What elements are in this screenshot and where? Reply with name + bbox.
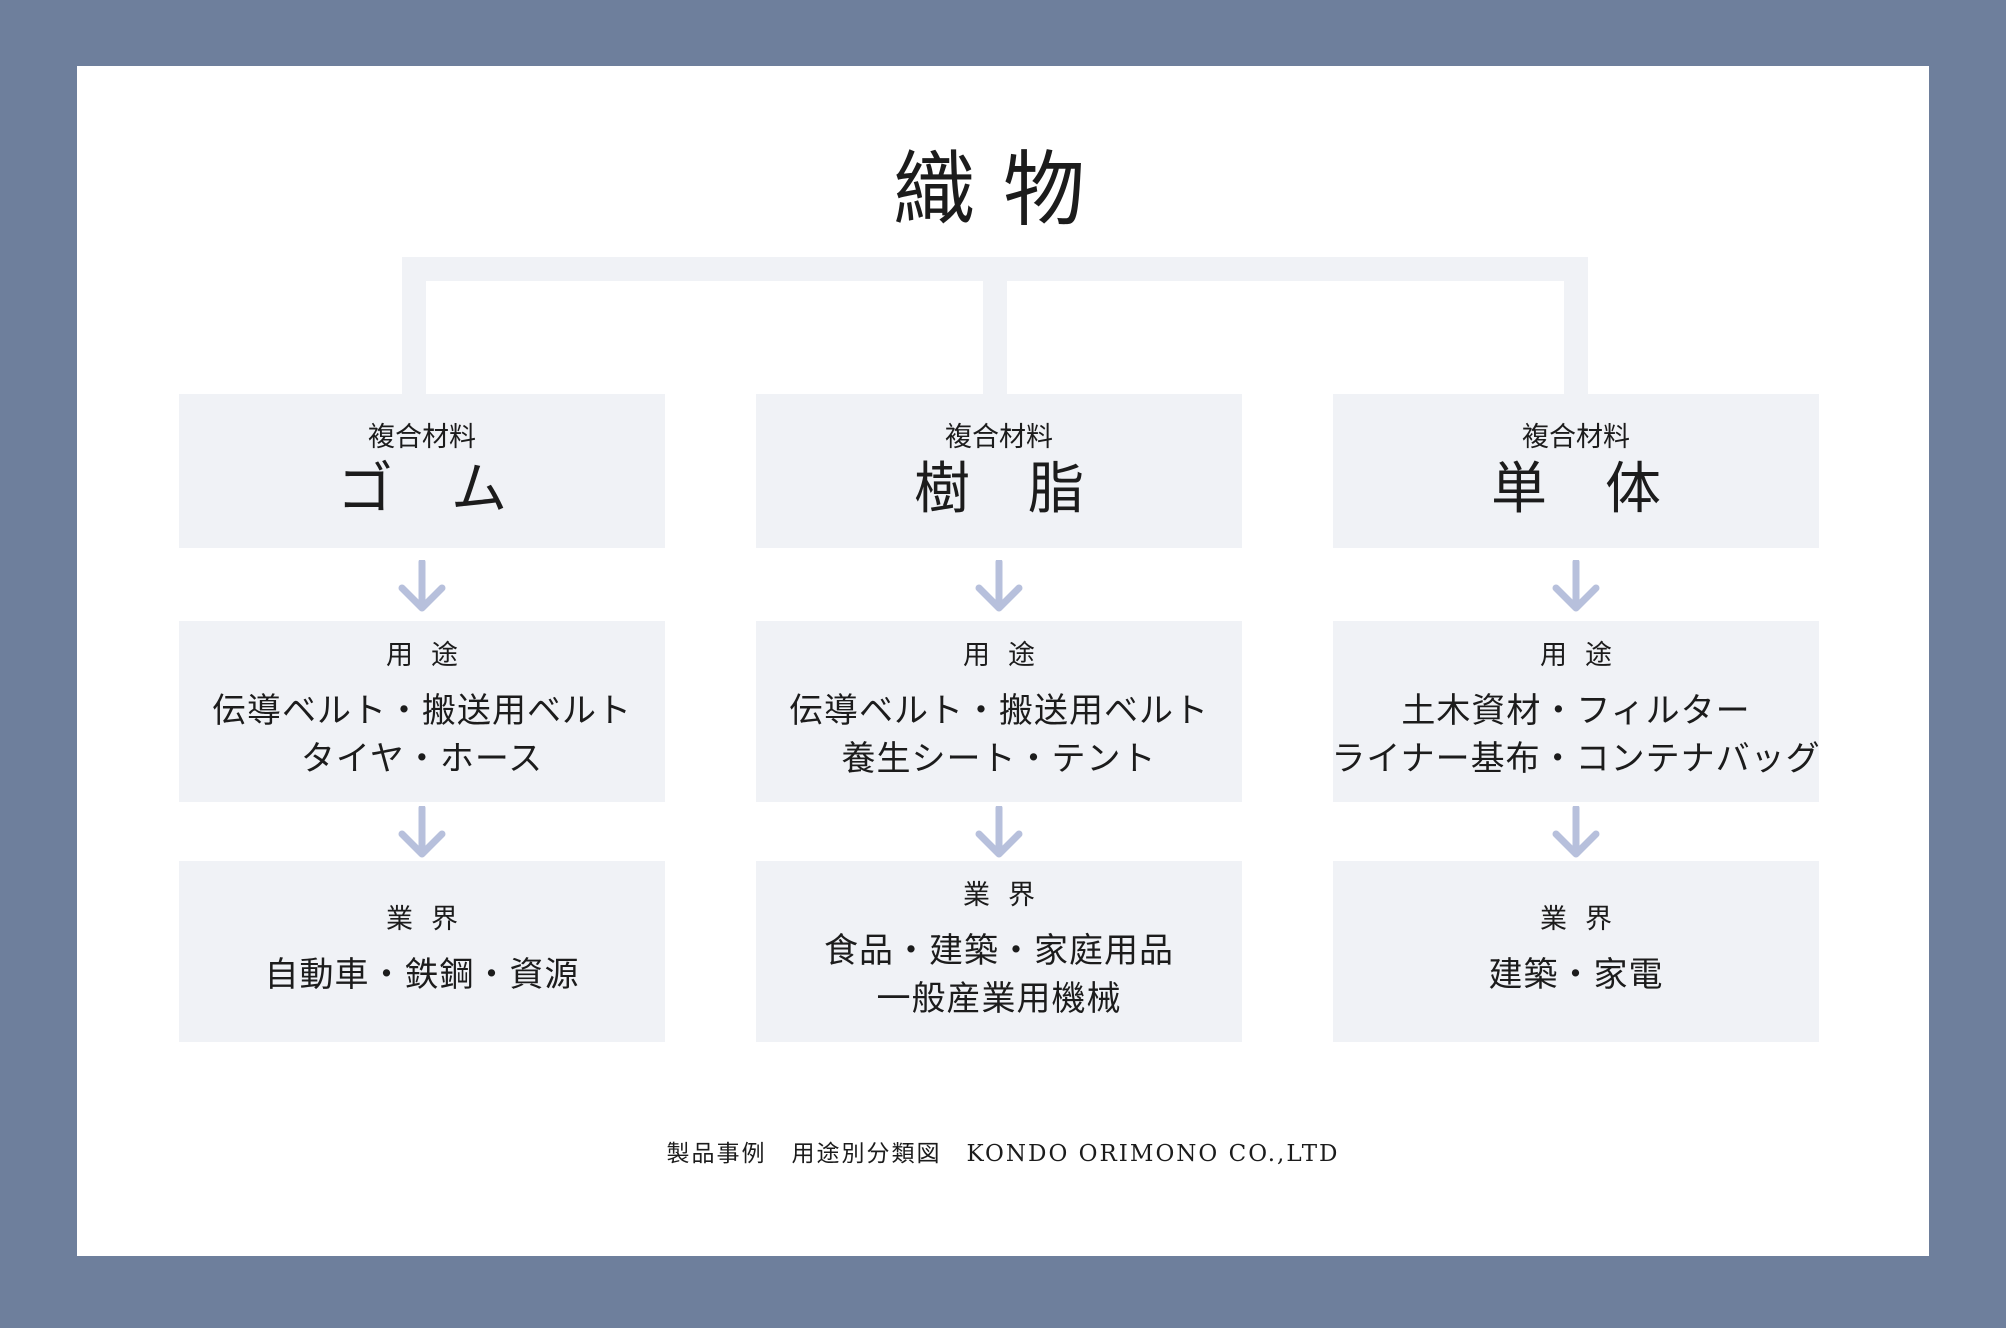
category-box: 複合材料ゴム	[179, 394, 665, 548]
use-line: 土木資材・フィルター	[1401, 691, 1751, 732]
category-box: 複合材料単体	[1333, 394, 1819, 548]
category-label: 複合材料	[1522, 422, 1630, 454]
footer-caption: 製品事例 用途別分類図 KONDO ORIMONO CO.,LTD	[666, 1141, 1340, 1167]
use-label: 用途	[386, 640, 476, 672]
down-arrow-icon	[973, 804, 1025, 860]
industry-lines: 自動車・鉄鋼・資源	[265, 951, 580, 999]
use-box: 用途伝導ベルト・搬送用ベルト養生シート・テント	[756, 621, 1242, 802]
category-name: 単体	[1491, 457, 1719, 523]
down-arrow-icon	[1550, 558, 1602, 614]
down-arrow-icon	[396, 804, 448, 860]
connector-left	[402, 257, 426, 397]
connector-right	[1564, 257, 1588, 397]
industry-box: 業界自動車・鉄鋼・資源	[179, 861, 665, 1042]
industry-box: 業界食品・建築・家庭用品一般産業用機械	[756, 861, 1242, 1042]
industry-line: 食品・建築・家庭用品	[824, 931, 1174, 972]
industry-lines: 建築・家電	[1489, 951, 1664, 999]
use-box: 用途伝導ベルト・搬送用ベルトタイヤ・ホース	[179, 621, 665, 802]
industry-lines: 食品・建築・家庭用品一般産業用機械	[824, 927, 1174, 1024]
category-name: 樹脂	[914, 457, 1142, 523]
industry-line: 建築・家電	[1488, 955, 1664, 996]
down-arrow-icon	[973, 558, 1025, 614]
diagram-sheet: 織物 複合材料ゴム用途伝導ベルト・搬送用ベルトタイヤ・ホース業界自動車・鉄鋼・資…	[77, 66, 1929, 1256]
use-lines: 土木資材・フィルターライナー基布・コンテナバッグ	[1331, 687, 1820, 784]
category-name: ゴム	[337, 457, 565, 523]
use-line: 伝導ベルト・搬送用ベルト	[789, 691, 1209, 732]
industry-label: 業界	[963, 880, 1053, 912]
industry-box: 業界建築・家電	[1333, 861, 1819, 1042]
industry-label: 業界	[386, 904, 476, 936]
use-line: タイヤ・ホース	[300, 739, 544, 780]
use-line: 伝導ベルト・搬送用ベルト	[212, 691, 632, 732]
down-arrow-icon	[396, 558, 448, 614]
industry-line: 自動車・鉄鋼・資源	[264, 955, 580, 996]
use-box: 用途土木資材・フィルターライナー基布・コンテナバッグ	[1331, 621, 1820, 802]
category-box: 複合材料樹脂	[756, 394, 1242, 548]
connector-center	[983, 257, 1007, 397]
use-label: 用途	[963, 640, 1053, 672]
diagram-title: 織物	[892, 143, 1113, 238]
down-arrow-icon	[1550, 804, 1602, 860]
industry-label: 業界	[1540, 904, 1630, 936]
category-label: 複合材料	[368, 422, 476, 454]
industry-line: 一般産業用機械	[876, 979, 1122, 1020]
category-label: 複合材料	[945, 422, 1053, 454]
use-line: 養生シート・テント	[841, 739, 1157, 780]
use-lines: 伝導ベルト・搬送用ベルト養生シート・テント	[789, 687, 1209, 784]
use-label: 用途	[1540, 640, 1630, 672]
use-line: ライナー基布・コンテナバッグ	[1331, 739, 1821, 780]
use-lines: 伝導ベルト・搬送用ベルトタイヤ・ホース	[212, 687, 632, 784]
